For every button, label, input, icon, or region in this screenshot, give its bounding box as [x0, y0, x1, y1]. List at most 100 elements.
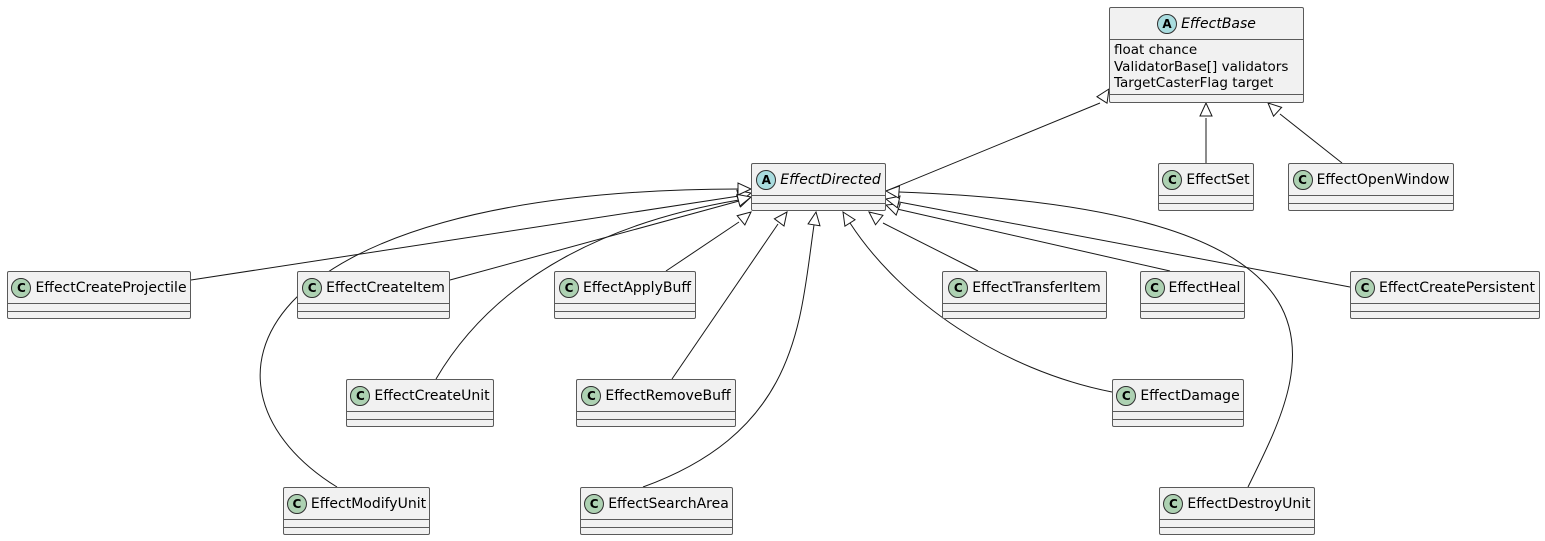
- field-section: [1141, 304, 1244, 312]
- class-name: EffectDamage: [1140, 387, 1240, 404]
- class-stereotype-icon: C: [1292, 169, 1313, 190]
- class-effect-search-area[interactable]: C EffectSearchArea: [580, 487, 733, 535]
- class-effect-damage[interactable]: C EffectDamage: [1112, 379, 1244, 427]
- inheritance-arrowhead-icon: [736, 211, 752, 226]
- inheritance-arrowhead-icon: [842, 210, 856, 228]
- method-section: [1351, 312, 1539, 319]
- method-section: [577, 420, 735, 427]
- class-stereotype-icon: C: [302, 277, 323, 298]
- inheritance-edge: [898, 191, 1293, 488]
- class-effect-directed[interactable]: A EffectDirected: [751, 163, 886, 211]
- field-chance: float chance: [1114, 42, 1198, 58]
- inheritance-arrowhead-icon: [773, 211, 788, 227]
- inheritance-edge: [449, 200, 740, 281]
- field-section: [1289, 196, 1453, 204]
- method-section: [1141, 312, 1244, 319]
- method-section: [1159, 204, 1253, 211]
- inheritance-arrowhead-icon: [737, 182, 753, 196]
- inheritance-edge: [896, 208, 1171, 272]
- class-name: EffectDestroyUnit: [1187, 495, 1311, 512]
- field-target: TargetCasterFlag target: [1114, 75, 1274, 91]
- class-stereotype-icon: C: [350, 385, 371, 406]
- method-section: [1160, 528, 1314, 535]
- class-stereotype-icon: C: [1354, 277, 1375, 298]
- inheritance-edge: [849, 222, 1113, 393]
- class-effect-base[interactable]: A EffectBase float chance ValidatorBase[…: [1109, 7, 1304, 103]
- class-effect-destroy-unit[interactable]: C EffectDestroyUnit: [1159, 487, 1315, 535]
- class-stereotype-icon: C: [1163, 493, 1184, 514]
- class-effect-create-unit[interactable]: C EffectCreateUnit: [346, 379, 494, 427]
- inheritance-arrowhead-icon: [736, 193, 753, 207]
- method-section: [555, 312, 695, 319]
- method-section: [1110, 95, 1303, 102]
- class-effect-set[interactable]: C EffectSet: [1158, 163, 1254, 211]
- inheritance-edge: [885, 102, 1101, 192]
- class-name: EffectModifyUnit: [310, 495, 427, 512]
- class-name: EffectSearchArea: [608, 495, 729, 512]
- class-name: EffectCreatePersistent: [1378, 279, 1536, 296]
- field-section: [577, 412, 735, 420]
- inheritance-arrowhead-icon: [884, 195, 901, 209]
- class-effect-apply-buff[interactable]: C EffectApplyBuff: [554, 271, 696, 319]
- field-section: [555, 304, 695, 312]
- inheritance-edge: [671, 223, 779, 380]
- field-section: [943, 304, 1106, 312]
- inheritance-arrowhead-icon: [868, 211, 884, 226]
- method-section: [347, 420, 493, 427]
- class-name: EffectSet: [1186, 171, 1250, 188]
- method-section: [8, 312, 190, 319]
- class-effect-modify-unit[interactable]: C EffectModifyUnit: [283, 487, 430, 535]
- abstract-stereotype-icon: A: [1157, 13, 1178, 34]
- inheritance-edge: [665, 221, 740, 272]
- field-validators: ValidatorBase[] validators: [1114, 58, 1289, 75]
- class-stereotype-icon: C: [584, 493, 605, 514]
- field-section: [1159, 196, 1253, 204]
- inheritance-edge: [435, 199, 740, 380]
- class-effect-create-projectile[interactable]: C EffectCreateProjectile: [7, 271, 191, 319]
- inheritance-arrowhead-icon: [807, 210, 821, 227]
- inheritance-arrowhead-icon: [1095, 87, 1110, 105]
- field-section: [752, 196, 885, 204]
- class-effect-transfer-item[interactable]: C EffectTransferItem: [942, 271, 1107, 319]
- class-effect-open-window[interactable]: C EffectOpenWindow: [1288, 163, 1454, 211]
- inheritance-edge: [190, 195, 740, 281]
- method-section: [284, 528, 429, 535]
- method-section: [752, 204, 885, 211]
- class-name: EffectDirected: [780, 171, 881, 188]
- class-name: EffectBase: [1181, 15, 1256, 32]
- class-effect-heal[interactable]: C EffectHeal: [1140, 271, 1245, 319]
- class-effect-create-persistent[interactable]: C EffectCreatePersistent: [1350, 271, 1540, 319]
- class-name: EffectCreateUnit: [374, 387, 490, 404]
- field-list: float chance ValidatorBase[] validators …: [1110, 40, 1303, 95]
- class-stereotype-icon: C: [948, 277, 969, 298]
- class-effect-remove-buff[interactable]: C EffectRemoveBuff: [576, 379, 736, 427]
- method-section: [943, 312, 1106, 319]
- class-name: EffectRemoveBuff: [605, 387, 731, 404]
- class-name: EffectTransferItem: [972, 279, 1101, 296]
- class-stereotype-icon: C: [11, 277, 32, 298]
- inheritance-arrowhead-icon: [884, 185, 900, 199]
- method-section: [298, 312, 449, 319]
- inheritance-edge: [898, 201, 1351, 288]
- class-stereotype-icon: C: [1162, 169, 1183, 190]
- class-stereotype-icon: C: [1116, 385, 1137, 406]
- field-section: [8, 304, 190, 312]
- class-effect-create-item[interactable]: C EffectCreateItem: [297, 271, 450, 319]
- field-section: [1113, 412, 1243, 420]
- inheritance-arrowhead-icon: [1267, 102, 1283, 118]
- class-name: EffectCreateProjectile: [35, 279, 187, 296]
- class-stereotype-icon: C: [559, 277, 580, 298]
- class-name: EffectApplyBuff: [583, 279, 691, 296]
- method-section: [581, 528, 732, 535]
- field-section: [298, 304, 449, 312]
- class-stereotype-icon: C: [1144, 277, 1165, 298]
- field-section: [1351, 304, 1539, 312]
- class-stereotype-icon: C: [581, 385, 602, 406]
- abstract-stereotype-icon: A: [756, 169, 777, 190]
- class-stereotype-icon: C: [286, 493, 307, 514]
- inheritance-edge: [1279, 113, 1343, 164]
- inheritance-edge: [642, 224, 815, 488]
- inheritance-arrowhead-icon: [1199, 101, 1213, 117]
- inheritance-edge: [882, 222, 979, 272]
